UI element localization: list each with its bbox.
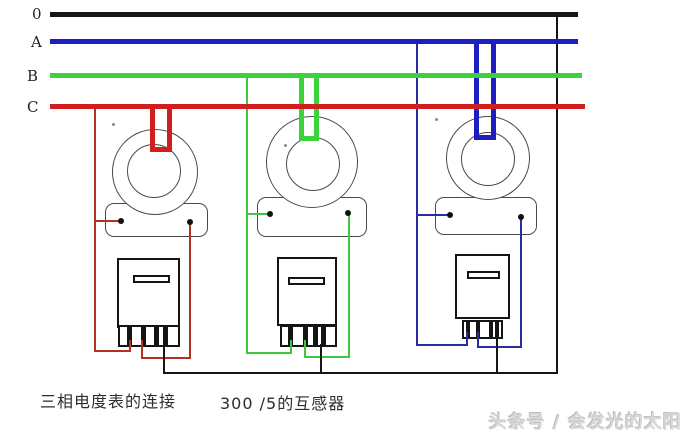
wire-b-to-meter2-t2 — [304, 356, 350, 358]
meter1-terminal-2 — [141, 326, 146, 345]
wire-a-drop — [416, 43, 418, 346]
wire-neutral-bottom-bus — [163, 372, 558, 374]
ct2-polarity-mark — [284, 144, 287, 147]
ct2-s2-terminal — [345, 210, 351, 216]
bus-label-a: A — [31, 33, 42, 51]
ct3-polarity-mark — [435, 118, 438, 121]
ct1-ring-inner — [127, 144, 181, 198]
wire-b-ct2-s2-drop — [348, 213, 350, 358]
meter2-terminal-1 — [288, 326, 293, 345]
wire-c-ct1-s1-tap — [94, 220, 122, 222]
wire-a-to-meter3-t2 — [477, 346, 522, 348]
wire-b-ct2-s1-tap — [246, 213, 272, 215]
ct3-primary-dip-left — [474, 40, 479, 140]
wire-a-meter3-t2-riser — [477, 332, 479, 348]
meter1-terminal-3 — [154, 326, 159, 345]
ct2-primary-dip-bottom — [299, 136, 319, 141]
bus-label-b: B — [27, 67, 39, 85]
wire-b-drop — [246, 77, 248, 354]
ct2-s1-terminal — [267, 211, 273, 217]
meter3-terminal-1 — [466, 321, 470, 337]
meter2-display-slot — [288, 277, 325, 285]
meter2-body — [277, 257, 337, 326]
bus-label-c: C — [27, 98, 39, 116]
ct1-polarity-mark — [112, 123, 115, 126]
meter2-terminal-2 — [303, 326, 308, 345]
meter1-body — [117, 258, 180, 328]
ct1-primary-dip-bottom — [150, 147, 172, 152]
ct2-ring-inner — [286, 137, 340, 191]
ct1-s1-terminal — [118, 218, 124, 224]
meter3-terminal-2 — [476, 321, 480, 337]
caption-transformer-ratio: 300 /5的互感器 — [220, 394, 346, 413]
meter3-display-slot — [467, 271, 500, 279]
phase-b-bus-line — [50, 73, 582, 78]
wire-a-to-meter3-t1 — [416, 344, 468, 346]
wire-neutral-meter1 — [163, 344, 165, 374]
wire-b-to-meter2-t1 — [246, 352, 292, 354]
wire-neutral-meter3 — [496, 336, 498, 374]
wire-neutral-meter2 — [320, 344, 322, 374]
meter2-terminal-4 — [321, 326, 326, 345]
wire-c-to-meter1-t2 — [141, 357, 191, 359]
ct1-primary-dip-left — [150, 104, 155, 152]
wire-a-ct3-s1-tap — [416, 214, 452, 216]
meter3-terminal-4 — [495, 321, 499, 337]
ct1-s2-terminal — [187, 219, 193, 225]
caption-meter-connection: 三相电度表的连接 — [40, 392, 177, 411]
ct3-primary-dip-right — [491, 40, 496, 140]
wire-c-meter1-t2-riser — [141, 340, 143, 359]
wire-c-meter1-t1-riser — [129, 340, 131, 352]
neutral-bus-line — [50, 12, 578, 17]
wire-a-ct3-s2-drop — [520, 217, 522, 348]
ct3-s1-terminal — [447, 212, 453, 218]
ct3-s2-terminal — [518, 214, 524, 220]
bus-label-0: 0 — [32, 5, 42, 23]
meter2-terminal-3 — [313, 326, 318, 345]
meter1-display-slot — [133, 275, 170, 283]
ct3-ring-inner — [461, 132, 515, 186]
meter3-body — [455, 254, 510, 319]
wire-c-ct1-s2-drop — [189, 222, 191, 359]
meter3-terminal-3 — [489, 321, 493, 337]
wire-c-drop — [94, 106, 96, 352]
meter1-terminal-1 — [127, 326, 132, 345]
ct1-primary-dip-right — [167, 104, 172, 152]
wire-b-meter2-t1-riser — [290, 340, 292, 354]
wire-c-to-meter1-t1 — [94, 350, 131, 352]
watermark-text: 头条号 / 会发光的太阳 — [488, 412, 682, 433]
ct3-primary-dip-bottom — [474, 135, 496, 140]
wire-b-meter2-t2-riser — [304, 340, 306, 358]
wire-a-meter3-t1-riser — [466, 332, 468, 346]
phase-c-bus-line — [50, 104, 585, 109]
phase-a-bus-line — [50, 39, 578, 44]
wire-neutral-drop — [556, 14, 558, 374]
meter1-terminal-4 — [163, 326, 168, 345]
